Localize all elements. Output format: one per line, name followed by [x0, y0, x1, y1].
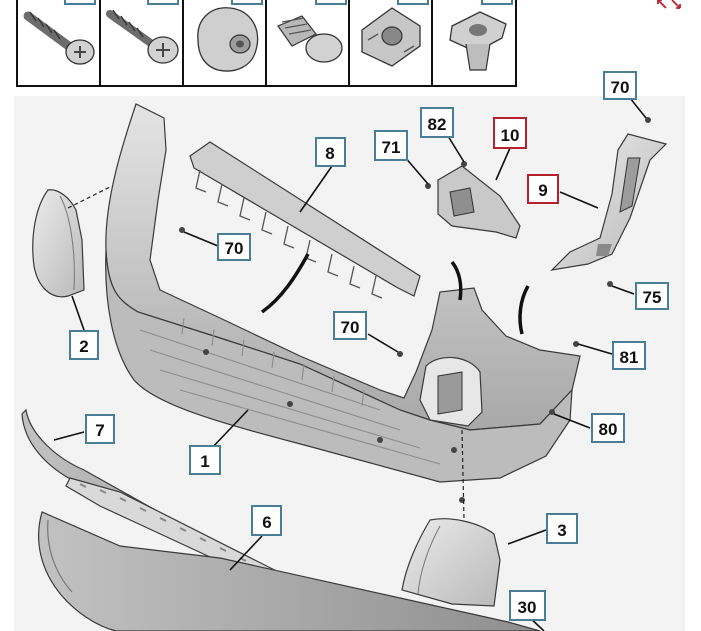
callout-label: 81	[620, 348, 639, 367]
assembly-guide-left	[67, 185, 113, 209]
callout-label: 71	[382, 138, 401, 157]
expansion-nut-icon	[449, 0, 513, 71]
part-lower-valance[interactable]	[38, 511, 541, 631]
callout-label: 70	[225, 239, 244, 258]
callout-label: 80	[599, 420, 618, 439]
callout-80[interactable]: 80	[591, 413, 625, 443]
fastener-dots	[179, 117, 651, 503]
push-rivet-icon	[197, 0, 263, 72]
callout-70-left[interactable]: 70	[217, 233, 251, 261]
expand-arrows-icon[interactable]	[657, 0, 681, 9]
callout-9-highlighted[interactable]: 9	[527, 174, 559, 204]
screw-icon	[23, 0, 96, 65]
callout-30[interactable]: 30	[509, 590, 546, 621]
callout-label: 82	[428, 115, 447, 134]
callout-75[interactable]: 75	[635, 282, 669, 310]
callout-7[interactable]: 7	[85, 414, 115, 444]
fastener-cell-expansion-nut[interactable]	[431, 0, 517, 87]
callout-10-highlighted[interactable]: 10	[493, 117, 527, 149]
callout-6[interactable]: 6	[251, 505, 282, 536]
callout-label: 3	[557, 521, 566, 540]
callout-label: 2	[79, 337, 88, 356]
callout-label: 30	[518, 598, 537, 617]
callout-label: 1	[200, 452, 209, 471]
fastener-cell-push-rivet[interactable]	[182, 0, 267, 87]
callout-label: 8	[325, 144, 334, 163]
callout-label: 6	[262, 513, 271, 532]
part-side-guide-bracket[interactable]	[550, 133, 668, 271]
callout-label: 70	[611, 78, 630, 97]
callout-8[interactable]: 8	[315, 137, 346, 167]
part-seal-left[interactable]	[260, 253, 310, 314]
callout-71[interactable]: 71	[374, 130, 408, 161]
plastic-clip-icon	[277, 0, 347, 63]
callout-3[interactable]: 3	[546, 513, 578, 544]
callout-81[interactable]: 81	[612, 341, 646, 370]
callout-1[interactable]: 1	[189, 445, 221, 475]
callout-label: 70	[341, 318, 360, 337]
fastener-strip	[0, 0, 701, 92]
fastener-cell-self-tapping[interactable]	[99, 0, 184, 87]
fastener-cell-screw[interactable]	[16, 0, 101, 87]
callout-82[interactable]: 82	[420, 107, 454, 138]
part-left-corner-cover[interactable]	[32, 189, 85, 298]
callout-70-middle[interactable]: 70	[333, 311, 367, 340]
fastener-cell-plastic-clip[interactable]	[265, 0, 350, 87]
callout-label: 75	[643, 288, 662, 307]
part-seal-right[interactable]	[450, 260, 463, 301]
part-impact-absorber[interactable]	[189, 141, 421, 299]
part-right-corner-cover[interactable]	[401, 518, 501, 607]
assembly-guide-right	[461, 429, 465, 521]
callout-label: 9	[538, 181, 547, 200]
self-tapping-screw-icon	[106, 0, 179, 64]
part-mounting-bracket[interactable]	[437, 165, 521, 239]
part-bumper-cover[interactable]	[105, 103, 581, 483]
fastener-cell-bracket-nut[interactable]	[348, 0, 433, 87]
callout-label: 10	[501, 126, 520, 145]
bracket-nut-icon	[361, 0, 429, 67]
callout-label: 7	[95, 421, 104, 440]
part-seal-right-outer[interactable]	[518, 285, 530, 335]
callout-2[interactable]: 2	[69, 330, 99, 360]
callout-70-top-right[interactable]: 70	[603, 71, 637, 100]
